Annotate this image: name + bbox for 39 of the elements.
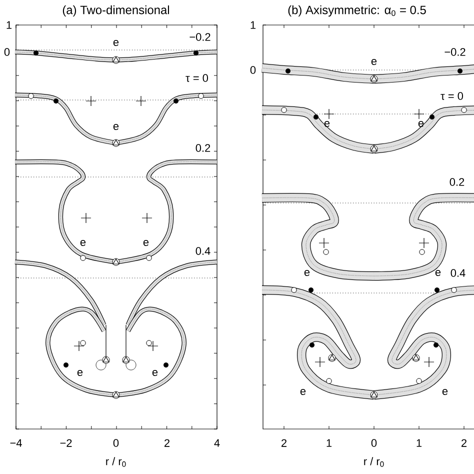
region-label: e	[152, 370, 158, 376]
time-label: 0.4	[450, 269, 466, 277]
region-label: e	[371, 59, 377, 65]
panel-title: (b) Axisymmetric: α$_{0}$ = 0.5	[288, 5, 426, 17]
axis-label: r / r$_{0}$	[364, 457, 384, 467]
tick-label: 1	[416, 439, 422, 447]
axis-label: r / r$_{0}$	[106, 457, 126, 467]
time-label: τ = 0	[440, 92, 464, 100]
tick-label: 2	[282, 439, 286, 447]
region-label: e	[143, 240, 149, 246]
panel-title: (a) Two-dimensional	[62, 5, 169, 17]
region-label: e	[418, 121, 424, 127]
time-label: −0.2	[444, 48, 466, 56]
tick-label: 2	[462, 439, 466, 447]
tick-label: 0	[113, 439, 119, 447]
region-label: e	[80, 240, 86, 246]
time-label: 0.2	[450, 178, 464, 186]
region-label: e	[113, 124, 119, 130]
region-label: e	[113, 40, 119, 46]
time-label: τ = 0	[186, 74, 208, 82]
region-label: e	[435, 270, 441, 276]
tick-label: 1	[6, 21, 12, 29]
tick-label: 0	[4, 48, 10, 56]
tick-label: 1	[250, 21, 256, 29]
region-label: e	[77, 370, 83, 376]
time-label: −0.2	[190, 33, 210, 41]
region-label: e	[304, 270, 310, 276]
tick-label: −2	[60, 439, 72, 447]
tick-label: 1	[326, 439, 332, 447]
tick-label: −4	[10, 439, 22, 447]
region-label: e	[324, 121, 330, 127]
region-label: e	[300, 389, 306, 395]
region-label: e	[442, 389, 448, 395]
tick-label: 0	[250, 66, 256, 74]
time-label: 0.2	[196, 144, 210, 152]
tick-label: 4	[214, 439, 220, 447]
tick-label: 2	[164, 439, 170, 447]
time-label: 0.4	[196, 247, 210, 255]
tick-label: 0	[371, 439, 377, 447]
